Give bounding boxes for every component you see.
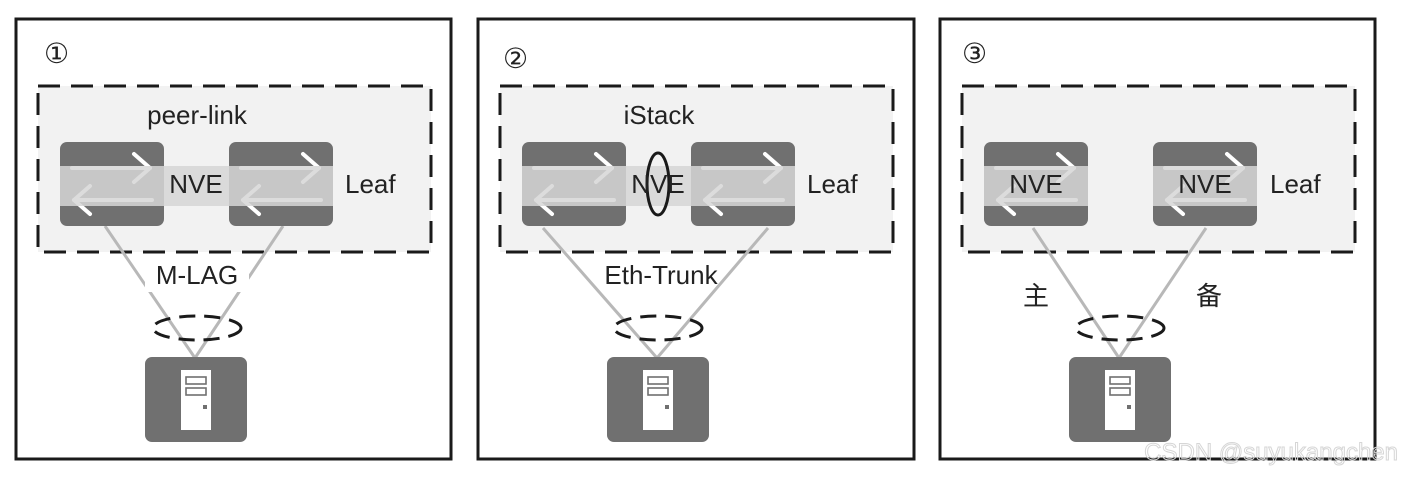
panel-marker: ② <box>503 43 528 74</box>
nve-band <box>60 166 333 206</box>
uplink-label: M-LAG <box>156 260 238 290</box>
leaf-label: Leaf <box>345 169 396 199</box>
uplink-right <box>1117 227 1208 359</box>
leaf-label: Leaf <box>807 169 858 199</box>
watermark: CSDN @suyukangchen <box>1144 439 1398 466</box>
server-icon <box>1068 356 1172 443</box>
panel-3: ③ NVE NVE Leaf 主 备 <box>938 17 1377 461</box>
active-link-label: 主 <box>1023 282 1049 312</box>
nve-label: NVE <box>1178 169 1231 199</box>
nve-band <box>1153 166 1257 206</box>
nve-label: NVE <box>631 169 684 199</box>
bundle-ellipse <box>612 314 704 342</box>
bundle-ellipse <box>1074 314 1166 342</box>
nve-band <box>984 166 1088 206</box>
panel-1: ① peer-link NVE Leaf M-LAG <box>14 17 453 461</box>
uplink-label: Eth-Trunk <box>604 260 718 290</box>
group-label: peer-link <box>147 100 248 130</box>
nve-band <box>522 166 795 206</box>
panel-2: ② iStack NVE Leaf Eth-Trunk <box>476 17 916 461</box>
leaf-label: Leaf <box>1270 169 1321 199</box>
uplink-left <box>541 227 659 359</box>
panel-marker: ③ <box>962 38 987 69</box>
standby-link-label: 备 <box>1196 282 1222 312</box>
server-icon <box>144 356 248 443</box>
uplink-right <box>655 227 770 359</box>
group-label: iStack <box>624 100 696 130</box>
bundle-ellipse <box>151 314 243 342</box>
panel-marker: ① <box>44 38 69 69</box>
label-backdrop <box>145 258 249 292</box>
nve-label: NVE <box>169 169 222 199</box>
stack-ring <box>645 151 671 217</box>
uplink-left <box>1031 227 1121 359</box>
nve-label: NVE <box>1009 169 1062 199</box>
server-icon <box>606 356 710 443</box>
